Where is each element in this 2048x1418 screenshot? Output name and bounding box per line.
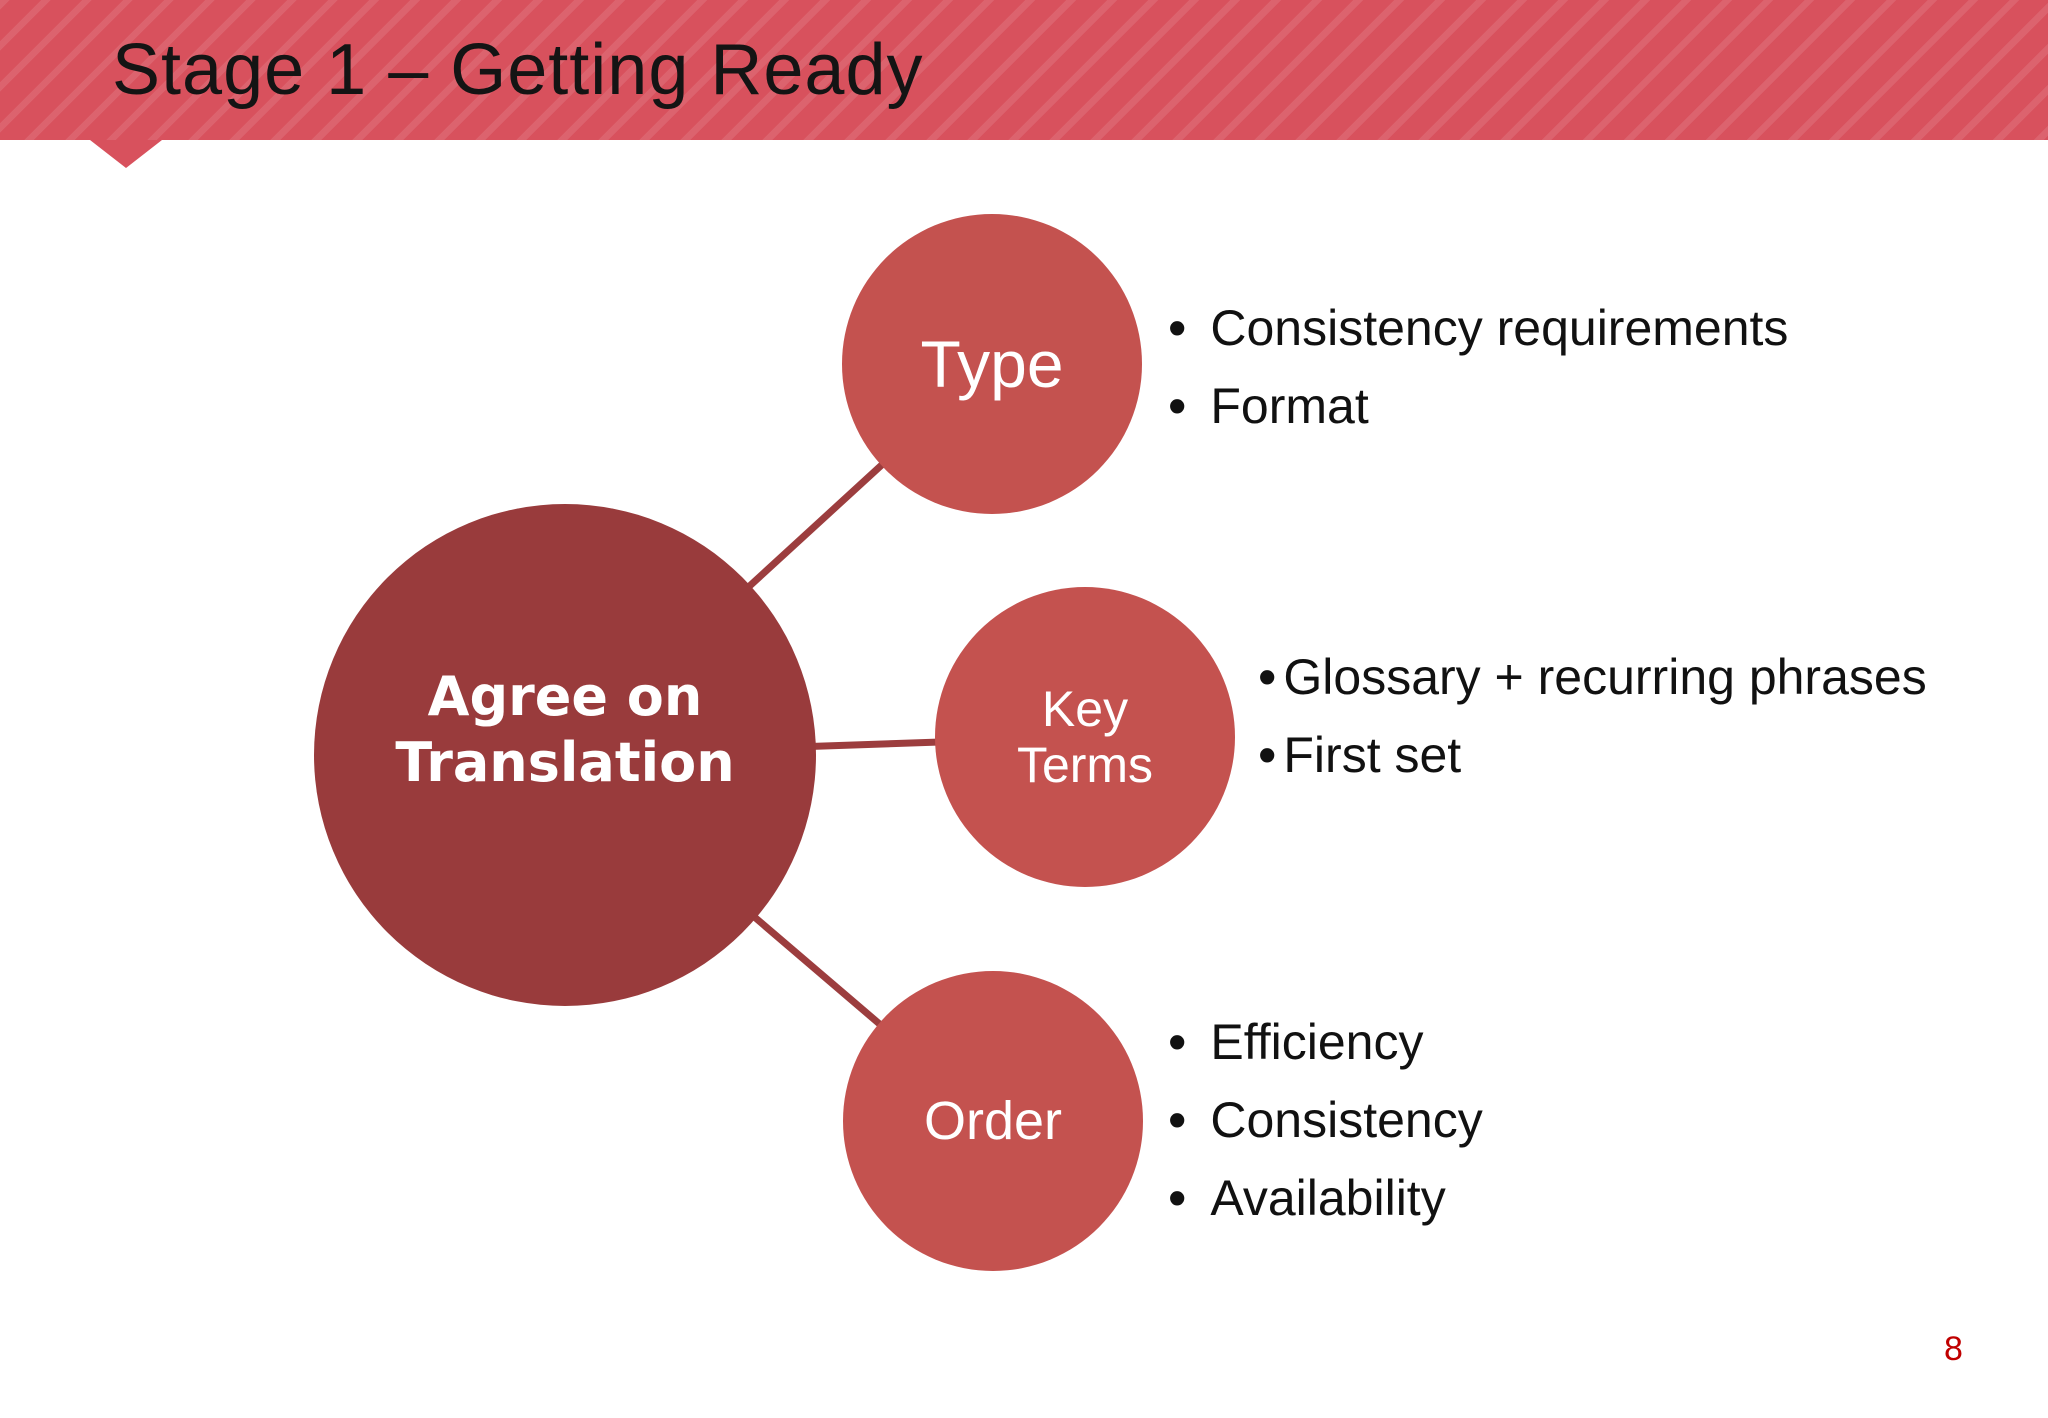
order-label-text: Order [923,1091,1063,1151]
type-bullet-list: • Consistency requirements • Format [1168,289,1788,445]
branch-circle-key-terms: Key Terms [935,587,1235,887]
bullet-text: Efficiency [1210,1014,1424,1070]
center-label-line1: Agree on [427,665,703,728]
center-circle-agree-on-translation: Agree on Translation [314,504,816,1006]
bullet-icon: • [1168,1012,1187,1072]
bullet-text: Consistency [1210,1092,1483,1148]
banner-notch-triangle [90,140,162,168]
type-circle-label: Type [920,327,1063,401]
key-terms-label-line2: Terms [1016,737,1154,793]
bullet-text: Format [1210,378,1369,434]
bullet-icon: • [1258,647,1277,707]
bullet-icon: • [1168,376,1187,436]
bullet-icon: • [1168,298,1187,358]
key-terms-bullet-list: • Glossary + recurring phrases • First s… [1258,638,1927,794]
list-item: • Availability [1168,1159,1483,1237]
bullet-icon: • [1168,1168,1187,1228]
branch-circle-type: Type [842,214,1142,514]
title-banner: Stage 1 – Getting Ready [0,0,2048,140]
bullet-text: First set [1283,727,1462,783]
page-number: 8 [1944,1330,1963,1368]
key-terms-circle-label: Key Terms [1017,681,1153,793]
slide-title: Stage 1 – Getting Ready [112,30,924,110]
type-label-text: Type [920,327,1064,401]
list-item: • Format [1168,367,1788,445]
bullet-text: Consistency requirements [1210,300,1789,356]
list-item: • Glossary + recurring phrases [1258,638,1927,716]
list-item: • Consistency [1168,1081,1483,1159]
bullet-text: Glossary + recurring phrases [1283,649,1927,705]
key-terms-label-line1: Key [1041,681,1129,737]
list-item: • First set [1258,716,1927,794]
center-circle-label: Agree on Translation [395,664,734,796]
order-circle-label: Order [924,1091,1062,1151]
bullet-text: Availability [1210,1170,1446,1226]
bullet-icon: • [1258,725,1277,785]
center-label-line2: Translation [395,731,735,794]
list-item: • Consistency requirements [1168,289,1788,367]
branch-circle-order: Order [843,971,1143,1271]
list-item: • Efficiency [1168,1003,1483,1081]
order-bullet-list: • Efficiency • Consistency • Availabilit… [1168,1003,1483,1237]
bullet-icon: • [1168,1090,1187,1150]
